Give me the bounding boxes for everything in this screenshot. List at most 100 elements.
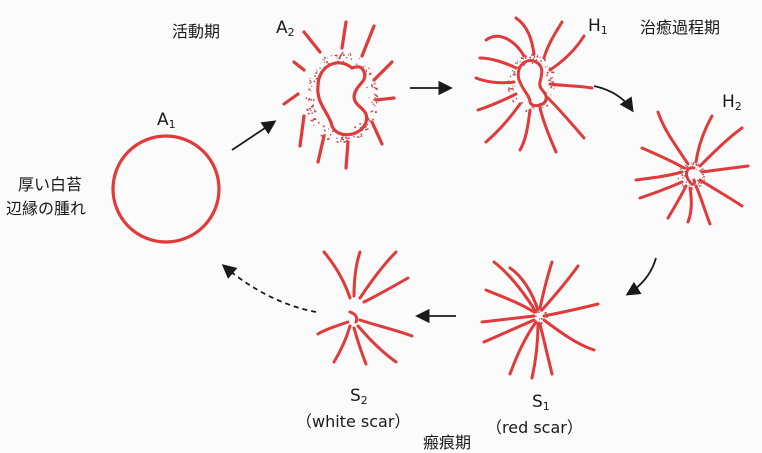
h1-fold xyxy=(546,96,586,140)
edema-dot xyxy=(307,108,309,110)
caption-white-scar: （white scar） xyxy=(296,412,411,431)
edema-dot xyxy=(544,58,546,60)
edema-dot xyxy=(683,186,685,188)
edema-dot xyxy=(377,98,379,100)
edema-dot xyxy=(308,88,311,91)
edema-dot xyxy=(509,83,511,85)
edema-dot xyxy=(312,104,315,107)
edema-dot xyxy=(331,130,334,133)
edema-dot xyxy=(544,59,546,62)
edema-dot xyxy=(369,120,371,122)
a2-fold xyxy=(292,60,306,72)
edema-dot xyxy=(371,101,373,104)
edema-dot xyxy=(315,77,318,80)
edema-dot xyxy=(535,59,538,61)
edema-dot xyxy=(368,97,370,99)
edema-dot xyxy=(310,99,313,101)
edema-dot xyxy=(539,102,541,104)
edema-dot xyxy=(539,56,541,58)
edema-dot xyxy=(355,63,358,65)
edema-dot xyxy=(359,127,362,129)
edema-dot xyxy=(366,115,368,117)
edema-dot xyxy=(698,163,700,165)
h1-fold xyxy=(484,34,526,58)
stage-h2-figure xyxy=(634,110,750,226)
s1-fold xyxy=(540,264,580,312)
edema-dot xyxy=(546,74,549,77)
edema-dot xyxy=(682,185,684,187)
edema-dot xyxy=(535,315,537,317)
edema-dot xyxy=(530,316,533,318)
s1-fold xyxy=(508,320,538,376)
edema-dot xyxy=(550,83,553,86)
edema-dot xyxy=(511,70,514,72)
edema-dot xyxy=(517,66,519,68)
edema-dot xyxy=(525,55,527,58)
s1-fold xyxy=(538,322,554,376)
edema-dot xyxy=(692,163,694,166)
edema-dot xyxy=(509,75,512,78)
edema-dot xyxy=(703,179,705,181)
edema-dot xyxy=(509,87,512,90)
edema-dot xyxy=(524,57,527,59)
edema-dot xyxy=(546,71,549,74)
h2-ulcer-crescent xyxy=(685,166,696,186)
h2-fold xyxy=(634,170,684,182)
edema-dot xyxy=(346,138,348,140)
edema-dot xyxy=(353,135,355,138)
a1-ulcer-circle xyxy=(111,134,221,244)
edema-dot xyxy=(329,133,332,136)
edema-dot xyxy=(358,58,360,60)
edema-dot xyxy=(532,61,534,63)
h2-fold xyxy=(656,110,690,166)
a2-edema-dots xyxy=(305,51,379,143)
edema-dot xyxy=(350,58,353,60)
arrow-a1-to-a2 xyxy=(231,120,277,151)
stage-h1-figure xyxy=(474,16,594,154)
edema-dot xyxy=(510,96,512,99)
edema-dot xyxy=(366,86,368,89)
h1-fold xyxy=(518,108,532,152)
edema-dot xyxy=(512,89,515,91)
h1-fold xyxy=(542,20,564,60)
edema-dot xyxy=(336,141,339,143)
s1-fold xyxy=(492,260,538,314)
edema-dot xyxy=(543,319,546,322)
s2-fold xyxy=(332,324,352,364)
arrow-h1-to-h2 xyxy=(593,85,634,113)
edema-dot xyxy=(375,98,377,100)
edema-dot xyxy=(310,119,313,122)
edema-dot xyxy=(365,69,368,71)
edema-dot xyxy=(310,90,312,92)
edema-dot xyxy=(361,128,364,131)
s2-fold xyxy=(352,250,362,298)
edema-dot xyxy=(325,66,328,69)
h2-fold xyxy=(700,164,750,174)
edema-dot xyxy=(690,188,692,191)
edema-dot xyxy=(308,100,310,102)
edema-dot xyxy=(545,311,548,314)
edema-dot xyxy=(543,102,546,104)
edema-dot xyxy=(324,133,326,136)
s2-fold xyxy=(362,276,410,304)
edema-dot xyxy=(543,103,545,106)
edema-dot xyxy=(309,82,311,85)
edema-dot xyxy=(548,67,551,69)
edema-dot xyxy=(515,62,517,64)
edema-dot xyxy=(349,52,352,55)
edema-dot xyxy=(703,174,704,176)
s2-fold xyxy=(352,326,368,366)
edema-dot xyxy=(313,124,315,126)
caption-red-scar: （red scar） xyxy=(486,418,583,437)
edema-dot xyxy=(507,88,510,91)
edema-dot xyxy=(530,111,532,113)
edema-dot xyxy=(339,54,342,57)
s2-fold xyxy=(322,250,352,300)
edema-dot xyxy=(370,110,372,113)
edema-dot xyxy=(699,169,702,172)
edema-dot xyxy=(336,57,338,59)
edema-dot xyxy=(686,165,689,168)
edema-dot xyxy=(336,137,338,139)
s1-fold xyxy=(508,266,540,312)
edema-dot xyxy=(554,86,556,88)
